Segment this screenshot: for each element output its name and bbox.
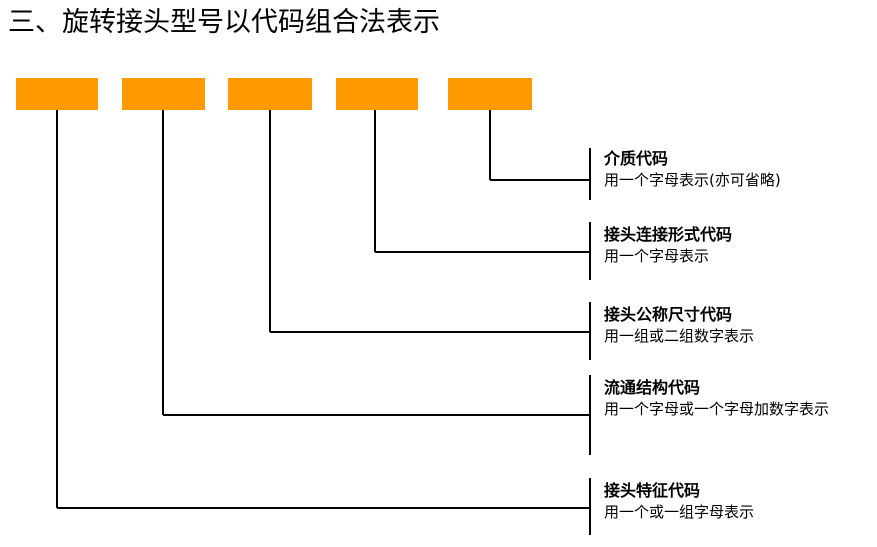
code-box-5[interactable]: [448, 78, 532, 110]
label-block-joint-feature-code: 接头特征代码用一个或一组字母表示: [604, 480, 874, 523]
code-boxes-group: [16, 78, 532, 110]
label-description-joint-feature-code: 用一个或一组字母表示: [604, 503, 755, 521]
label-block-medium-code: 介质代码用一个字母表示(亦可省略): [604, 148, 874, 191]
label-heading-joint-nominal-size-code: 接头公称尺寸代码: [604, 305, 733, 324]
label-description-medium-code: 用一个字母表示(亦可省略): [604, 171, 781, 189]
label-heading-flow-structure-code: 流通结构代码: [604, 378, 701, 397]
code-box-1[interactable]: [16, 78, 98, 110]
label-heading-medium-code: 介质代码: [604, 149, 669, 168]
connector-lines-group: [56, 110, 591, 535]
label-heading-joint-feature-code: 接头特征代码: [604, 481, 701, 500]
label-description-joint-nominal-size-code: 用一组或二组数字表示: [604, 327, 755, 345]
label-description-joint-connection-form-code: 用一个字母表示: [604, 247, 710, 265]
label-description-flow-structure-code: 用一个字母或一个字母加数字表示: [604, 400, 830, 418]
label-block-joint-connection-form-code: 接头连接形式代码用一个字母表示: [604, 224, 874, 267]
label-block-flow-structure-code: 流通结构代码用一个字母或一个字母加数字表示: [604, 377, 874, 420]
code-box-3[interactable]: [228, 78, 312, 110]
label-heading-joint-connection-form-code: 接头连接形式代码: [604, 225, 733, 244]
code-box-2[interactable]: [122, 78, 205, 110]
label-block-joint-nominal-size-code: 接头公称尺寸代码用一组或二组数字表示: [604, 304, 874, 347]
page-title: 三、旋转接头型号以代码组合法表示: [8, 7, 440, 38]
code-box-4[interactable]: [336, 78, 418, 110]
